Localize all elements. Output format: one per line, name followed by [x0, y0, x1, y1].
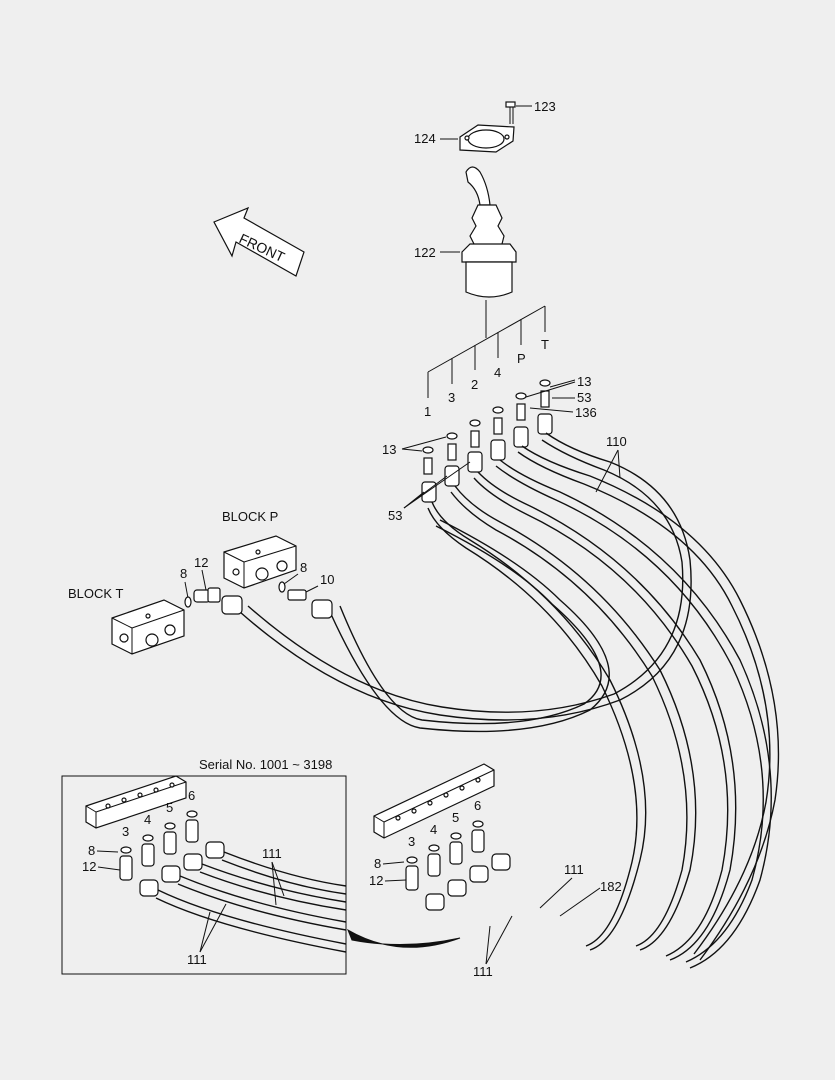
transition-arrow	[347, 928, 461, 948]
port-3-label: 3	[448, 390, 455, 405]
inset-label-8: 8	[88, 843, 95, 858]
lower-label-4: 4	[430, 822, 437, 837]
label-13-left: 13	[382, 442, 396, 457]
fitting-column-p	[513, 392, 529, 448]
inset-hoses	[155, 851, 347, 953]
joystick-122	[440, 166, 517, 298]
lower-label-12: 12	[369, 873, 383, 888]
label-8-right: 8	[300, 560, 307, 575]
fitting-column-3	[444, 432, 460, 487]
label-122: 122	[414, 245, 436, 260]
port-4-label: 4	[494, 365, 501, 380]
inset-label-111-a: 111	[262, 846, 282, 861]
port-2-label: 2	[471, 377, 478, 392]
label-53-left: 53	[388, 508, 402, 523]
front-arrow: FRONT	[213, 206, 305, 277]
connector-10	[287, 589, 307, 601]
fitting-column-4	[490, 406, 506, 461]
serial-label: Serial No. 1001 ~ 3198	[199, 757, 332, 772]
port-p-label: P	[517, 351, 526, 366]
fitting-column-2	[467, 419, 483, 473]
label-123: 123	[534, 99, 556, 114]
block-p	[223, 535, 297, 589]
lower-label-111-a: 111	[564, 862, 584, 877]
inset-label-3: 3	[122, 824, 129, 839]
lower-manifold	[373, 763, 495, 839]
label-13-top: 13	[577, 374, 591, 389]
plate-124	[440, 124, 515, 153]
elbow-12	[193, 587, 221, 603]
label-124: 124	[414, 131, 436, 146]
inset-manifold	[85, 775, 187, 829]
label-10: 10	[320, 572, 334, 587]
port-bracket	[427, 300, 546, 398]
label-110: 110	[606, 434, 627, 449]
lower-label-3: 3	[408, 834, 415, 849]
inset-box	[61, 775, 347, 975]
fitting-column-t	[537, 379, 553, 435]
block-p-label: BLOCK P	[222, 509, 278, 524]
lower-fittings	[405, 820, 511, 911]
hose-end-connector	[311, 599, 333, 619]
block-t	[111, 599, 185, 655]
label-136: 136	[575, 405, 597, 420]
inset-label-6: 6	[188, 788, 195, 803]
lower-label-182: 182	[600, 879, 622, 894]
lower-label-8: 8	[374, 856, 381, 871]
block-t-label: BLOCK T	[68, 586, 123, 601]
inset-label-5: 5	[166, 800, 173, 815]
port-1-label: 1	[424, 404, 431, 419]
lower-label-5: 5	[452, 810, 459, 825]
label-53-top: 53	[577, 390, 591, 405]
label-12-main: 12	[194, 555, 208, 570]
hose-bundle	[239, 432, 780, 969]
bolt-123	[505, 101, 532, 124]
hose-end-block-p	[221, 595, 243, 615]
port-t-label: T	[541, 337, 549, 352]
inset-label-111-b: 111	[187, 952, 207, 967]
inset-label-12: 12	[82, 859, 96, 874]
inset-fittings	[119, 810, 225, 897]
lower-label-6: 6	[474, 798, 481, 813]
lower-label-111-b: 111	[473, 964, 493, 979]
label-8-main: 8	[180, 566, 187, 581]
inset-label-4: 4	[144, 812, 151, 827]
